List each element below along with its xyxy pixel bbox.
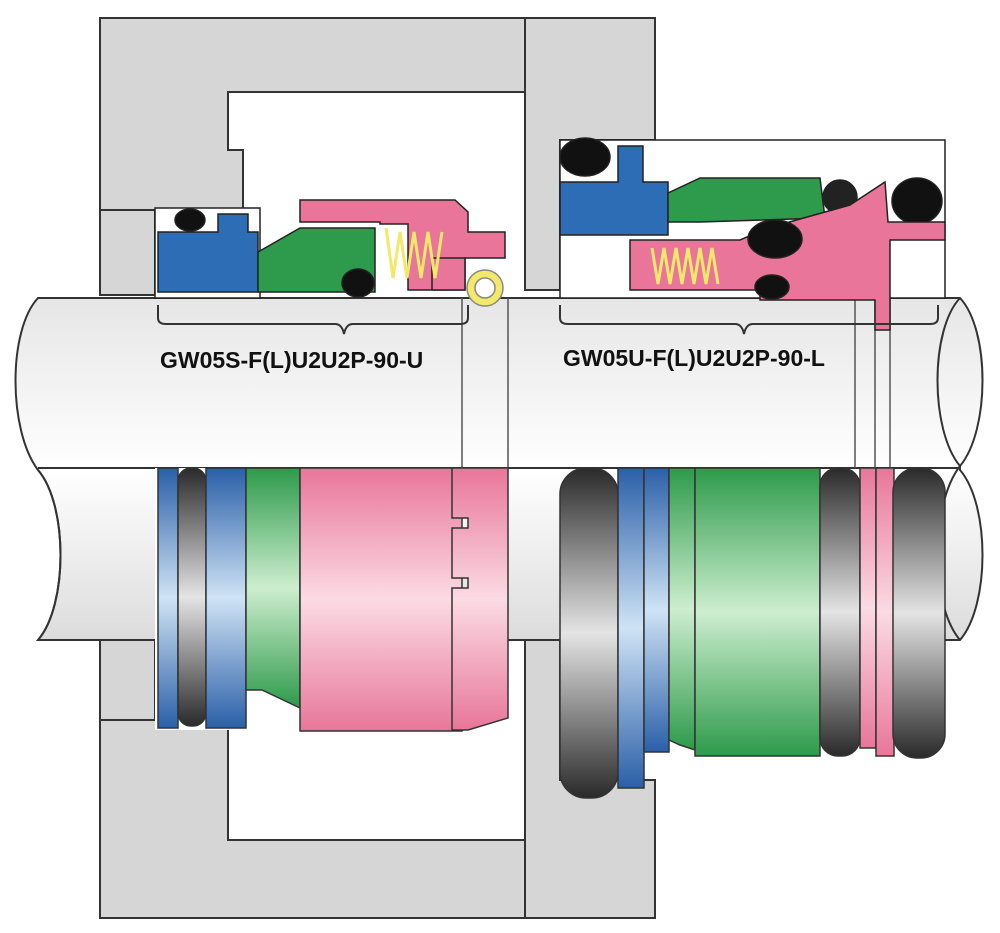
right-ext-dark-ring-1 bbox=[559, 467, 619, 799]
left-ext-green-face bbox=[245, 467, 301, 710]
left-seal-label: GW05S-F(L)U2U2P-90-U bbox=[160, 347, 423, 373]
right-seal-label: GW05U-F(L)U2U2P-90-L bbox=[563, 345, 825, 371]
left-ext-blue-ring-2 bbox=[205, 467, 247, 729]
left-ext-pink-holder bbox=[299, 467, 463, 732]
right-ext-green-face bbox=[668, 467, 696, 752]
left-ext-blue-ring-1 bbox=[157, 467, 179, 729]
shaft-break-left bbox=[37, 469, 62, 641]
right-seal-exterior bbox=[559, 467, 946, 799]
left-seal-exterior bbox=[155, 467, 509, 732]
right-green-face bbox=[667, 177, 826, 223]
housing-inner-left bbox=[99, 209, 156, 296]
right-ext-dark-ring-2 bbox=[819, 467, 861, 757]
right-ext-blue-ring-1 bbox=[617, 467, 645, 789]
right-ext-blue-ring-2 bbox=[643, 467, 670, 753]
right-oring-end bbox=[891, 177, 943, 225]
right-oring-inner bbox=[747, 219, 803, 259]
right-bracket bbox=[559, 305, 939, 335]
housing-left-top bbox=[99, 17, 526, 211]
right-ext-pink-ring-2 bbox=[875, 467, 895, 757]
right-ext-green-body bbox=[694, 467, 821, 757]
right-ext-pink-ring-1 bbox=[859, 467, 877, 749]
right-oring-large bbox=[559, 137, 611, 177]
left-bracket bbox=[157, 305, 469, 335]
left-seal-section bbox=[154, 199, 506, 307]
left-oring-top bbox=[174, 208, 206, 232]
housing-inner-left-bottom bbox=[99, 629, 156, 721]
right-spring bbox=[650, 247, 720, 285]
right-oring-lower bbox=[754, 274, 790, 300]
right-seal-section bbox=[559, 137, 946, 331]
right-blue-seat bbox=[559, 145, 669, 236]
left-ext-dark-ring bbox=[177, 467, 207, 727]
right-ext-dark-ring-3 bbox=[892, 467, 946, 759]
left-blue-seat bbox=[157, 213, 259, 293]
left-oring-secondary bbox=[341, 268, 375, 298]
left-ext-pink-collar bbox=[451, 467, 509, 731]
left-spring bbox=[384, 227, 444, 279]
